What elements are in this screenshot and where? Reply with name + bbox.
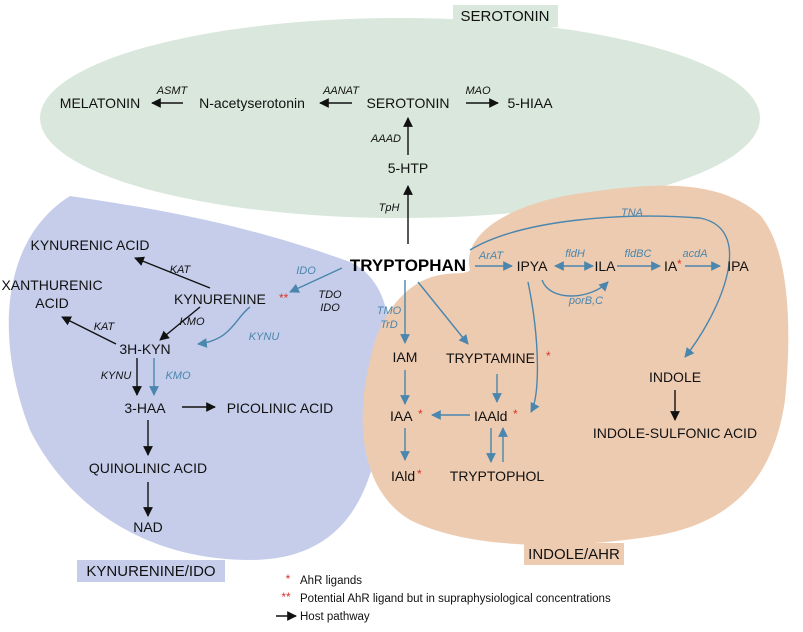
legend-host-text: Host pathway bbox=[300, 611, 370, 623]
node-ipa: IPA bbox=[727, 258, 749, 274]
enzyme-aaad: AAAD bbox=[370, 133, 401, 145]
indole-region-label: INDOLE/AHR bbox=[528, 546, 620, 563]
enzyme-kynu: KYNU bbox=[101, 370, 132, 382]
indole-region bbox=[362, 185, 789, 545]
node-kynurenine: KYNURENINE bbox=[174, 291, 266, 307]
arrow-trp-to-tryptamine bbox=[417, 281, 469, 345]
legend-single-star: * bbox=[286, 572, 291, 586]
enzyme-ido-black: IDO bbox=[320, 302, 340, 314]
legend-double-star: ** bbox=[281, 590, 291, 604]
node-3h-kyn: 3H-KYN bbox=[119, 341, 170, 357]
enzyme-kmo-blue: KMO bbox=[165, 370, 191, 382]
node-tryptophol: TRYPTOPHOL bbox=[450, 468, 545, 484]
enzyme-aanat: AANAT bbox=[322, 85, 360, 97]
node-5hiaa: 5-HIAA bbox=[507, 95, 553, 111]
node-ipya: IPYA bbox=[517, 258, 549, 274]
node-xanthurenic-line2: ACID bbox=[35, 295, 68, 311]
enzyme-tmo: TMO bbox=[377, 305, 402, 317]
serotonin-region-label: SEROTONIN bbox=[461, 8, 550, 25]
node-xanthurenic-line1: XANTHURENIC bbox=[1, 277, 102, 293]
star-iaald: * bbox=[513, 407, 518, 421]
serotonin-label-box bbox=[453, 5, 558, 27]
node-picolinic-acid: PICOLINIC ACID bbox=[227, 400, 334, 416]
enzyme-mao: MAO bbox=[465, 85, 491, 97]
node-5htp: 5-HTP bbox=[388, 160, 428, 176]
kynurenine-region-label: KYNURENINE/IDO bbox=[86, 563, 215, 580]
arrow-tna-trp-to-indole bbox=[469, 215, 731, 358]
node-kynurenic-acid: KYNURENIC ACID bbox=[30, 237, 149, 253]
enzyme-kat-2: KAT bbox=[94, 321, 116, 333]
arrow-ipya-to-ila-porbc bbox=[541, 279, 609, 297]
node-iald: IAld bbox=[391, 468, 415, 484]
enzyme-fldh: fldH bbox=[565, 248, 585, 260]
node-tryptamine: TRYPTAMINE bbox=[446, 350, 535, 366]
enzyme-tph: TpH bbox=[379, 202, 400, 214]
star-kynurenine: ** bbox=[279, 291, 289, 305]
arrow-ipya-to-iaald bbox=[527, 281, 540, 413]
enzyme-kmo: KMO bbox=[179, 316, 205, 328]
enzyme-kat-1: KAT bbox=[170, 264, 192, 276]
node-indole-sulfonic-acid: INDOLE-SULFONIC ACID bbox=[593, 425, 757, 441]
kynurenine-label-box bbox=[77, 560, 225, 582]
enzyme-arat: ArAT bbox=[478, 250, 505, 262]
node-melatonin: MELATONIN bbox=[60, 95, 140, 111]
node-iam: IAM bbox=[393, 349, 418, 365]
arrow-kynurenine-to-3hkyn bbox=[159, 306, 201, 341]
arrow-kynurenine-to-kynurenic bbox=[134, 256, 211, 289]
enzyme-kynu-blue: KYNU bbox=[249, 331, 280, 343]
enzyme-tna: TNA bbox=[621, 207, 643, 219]
arrow-kynurenine-to-3hkyn-kynu bbox=[197, 306, 251, 348]
enzyme-trd: TrD bbox=[380, 319, 398, 331]
node-ila: ILA bbox=[594, 258, 616, 274]
node-iaald: IAAld bbox=[474, 408, 507, 424]
node-serotonin: SEROTONIN bbox=[367, 95, 450, 111]
arrow-3hkyn-to-xanthurenic bbox=[61, 316, 117, 345]
node-tryptophan: TRYPTOPHAN bbox=[350, 256, 466, 275]
enzyme-acda: acdA bbox=[682, 248, 707, 260]
node-indole: INDOLE bbox=[649, 369, 701, 385]
node-nad: NAD bbox=[133, 519, 163, 535]
node-ia: IA bbox=[664, 258, 678, 274]
enzyme-fldbc: fldBC bbox=[625, 248, 652, 260]
star-iaa: * bbox=[418, 407, 423, 421]
legend-single-text: AhR ligands bbox=[300, 575, 362, 587]
indole-label-box bbox=[524, 543, 624, 565]
serotonin-region bbox=[40, 18, 760, 218]
node-n-acetylserotonin: N-acetyserotonin bbox=[199, 95, 305, 111]
star-ia: * bbox=[677, 257, 682, 271]
enzyme-asmt: ASMT bbox=[156, 85, 189, 97]
enzyme-porbc: porB,C bbox=[568, 295, 603, 307]
node-quinolinic-acid: QUINOLINIC ACID bbox=[89, 460, 207, 476]
enzyme-ido-blue: IDO bbox=[296, 265, 316, 277]
arrow-trp-to-kynurenine bbox=[289, 267, 343, 293]
enzyme-tdo: TDO bbox=[318, 289, 342, 301]
star-tryptamine: * bbox=[546, 349, 551, 363]
node-3-haa: 3-HAA bbox=[124, 400, 166, 416]
star-iald: * bbox=[417, 467, 422, 481]
node-iaa: IAA bbox=[390, 408, 413, 424]
legend-double-text: Potential AhR ligand but in supraphysiol… bbox=[300, 593, 611, 605]
